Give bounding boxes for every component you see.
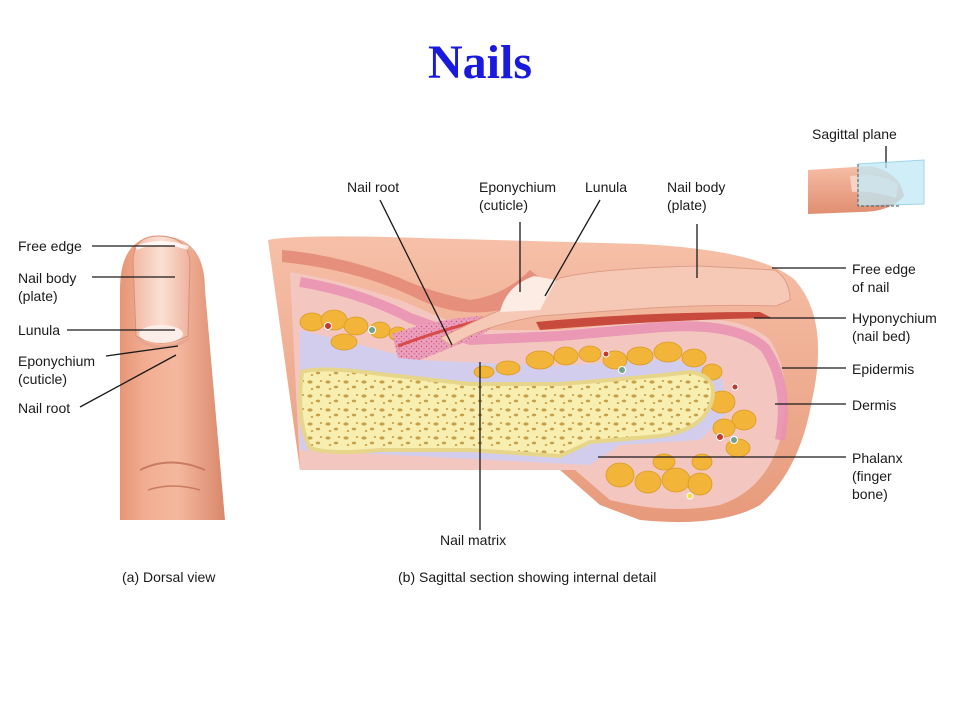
label-sag-eponychium: Eponychium	[479, 179, 556, 195]
knuckle-crease	[139, 461, 206, 471]
eponychium-dorsal	[134, 336, 191, 349]
label-free-edge-nail: Free edge	[852, 261, 916, 277]
label-sag-nail-body: Nail body	[667, 179, 725, 195]
label-phalanx-bone: bone)	[852, 486, 888, 502]
inset-plane	[857, 159, 925, 207]
epidermis-band	[299, 277, 788, 441]
label-dermis: Dermis	[852, 397, 896, 413]
caption-sagittal: (b) Sagittal section showing internal de…	[398, 569, 656, 585]
blood-vessels	[324, 322, 739, 500]
label-nail-body-plate: (plate)	[18, 288, 58, 304]
label-sagittal-plane: Sagittal plane	[812, 126, 897, 142]
lunula-sagittal	[500, 276, 556, 312]
label-sag-eponychium-cuticle: (cuticle)	[479, 197, 528, 213]
sagittal-top-labels: Nail root Eponychium (cuticle) Lunula Na…	[347, 179, 725, 213]
label-sag-nail-root: Nail root	[347, 179, 399, 195]
label-free-edge-of-nail: of nail	[852, 279, 889, 295]
sagittal-plane-inset: Sagittal plane	[808, 126, 925, 214]
label-nail-root: Nail root	[18, 400, 70, 416]
label-nail-body: Nail body	[18, 270, 76, 286]
label-eponychium-cuticle: (cuticle)	[18, 371, 67, 387]
hyponychium-stripe	[536, 312, 772, 330]
dorsal-leaders	[67, 245, 179, 408]
dorsal-labels: Free edge Nail body (plate) Lunula Epony…	[18, 238, 95, 416]
label-lunula: Lunula	[18, 322, 60, 338]
sagittal-section	[268, 236, 819, 523]
inset-plane-dash	[857, 164, 900, 207]
label-free-edge: Free edge	[18, 238, 82, 254]
sagittal-leaders	[379, 199, 846, 530]
eponychium-fold	[282, 250, 540, 313]
sagittal-right-labels: Free edge of nail Hyponychium (nail bed)…	[852, 261, 937, 502]
dorsal-view	[120, 235, 225, 520]
phalanx-bone	[298, 367, 715, 459]
page-title: Nails	[428, 36, 532, 89]
label-nail-matrix: Nail matrix	[440, 532, 506, 548]
label-sag-nail-body-plate: (plate)	[667, 197, 707, 213]
knuckle-crease-2	[147, 485, 201, 491]
label-hyponychium-nail-bed: (nail bed)	[852, 328, 910, 344]
label-epidermis: Epidermis	[852, 361, 914, 377]
caption-dorsal: (a) Dorsal view	[122, 569, 216, 585]
label-phalanx: Phalanx	[852, 450, 903, 466]
label-hyponychium: Hyponychium	[852, 310, 937, 326]
label-sag-lunula: Lunula	[585, 179, 627, 195]
label-phalanx-finger: (finger	[852, 468, 892, 484]
label-eponychium: Eponychium	[18, 353, 95, 369]
lunula-dorsal	[139, 325, 183, 343]
